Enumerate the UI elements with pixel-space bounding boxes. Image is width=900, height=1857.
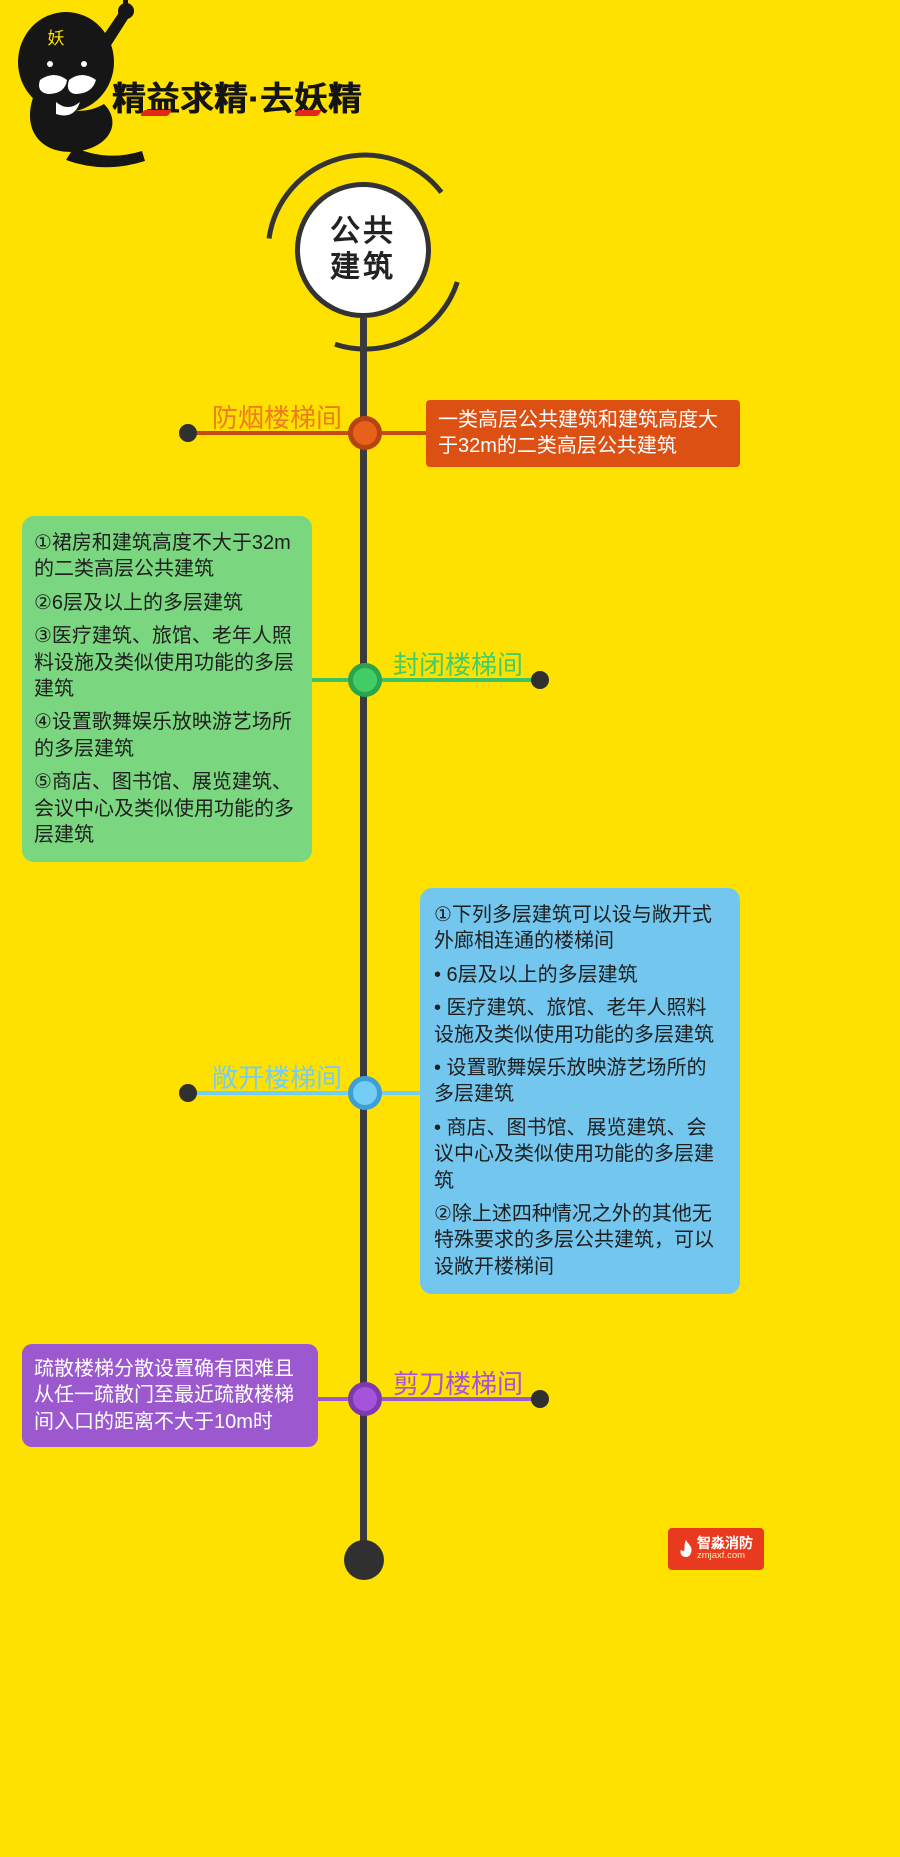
box-paragraph: 疏散楼梯分散设置确有困难且从任一疏散门至最近疏散楼梯间入口的距离不大于10m时: [34, 1358, 294, 1433]
branch-node-enclosed: [348, 663, 382, 697]
box-paragraph: • 商店、图书馆、展览建筑、会议中心及类似使用功能的多层建筑: [434, 1116, 714, 1192]
box-paragraph: • 医疗建筑、旅馆、老年人照料设施及类似使用功能的多层建筑: [434, 997, 714, 1046]
brand-watermark: 智淼消防 zmjaxf.com: [668, 1528, 764, 1570]
branch-end-dot: [531, 1390, 549, 1408]
mascot-forehead-char: 妖: [48, 29, 65, 48]
box-paragraph: • 6层及以上的多层建筑: [434, 963, 638, 986]
branch-box-scissor: 疏散楼梯分散设置确有困难且从任一疏散门至最近疏散楼梯间入口的距离不大于10m时: [22, 1344, 318, 1448]
box-paragraph: 一类高层公共建筑和建筑高度大于32m的二类高层公共建筑: [438, 409, 718, 458]
branch-connector: [382, 678, 540, 682]
root-label-line2: 建筑: [330, 251, 396, 284]
box-paragraph: ④设置歌舞娱乐放映游艺场所的多层建筑: [34, 711, 292, 760]
branch-label-scissor: 剪刀楼梯间: [393, 1369, 524, 1399]
root-node-public-building: 公共 建筑: [295, 182, 431, 318]
branch-box-open: ①下列多层建筑可以设与敞开式外廊相连通的楼梯间 • 6层及以上的多层建筑 • 医…: [420, 888, 740, 1295]
root-label-line1: 公共: [330, 215, 396, 248]
branch-connector: [382, 431, 428, 435]
branch-end-dot: [179, 424, 197, 442]
timeline-end-dot: [344, 1540, 384, 1580]
branch-node-open: [348, 1076, 382, 1110]
branch-box-smokeproof: 一类高层公共建筑和建筑高度大于32m的二类高层公共建筑: [426, 400, 740, 467]
title-accent-icon: [139, 110, 173, 116]
branch-label-open: 敞开楼梯间: [211, 1063, 342, 1093]
branch-connector: [188, 431, 365, 435]
branch-box-enclosed: ①裙房和建筑高度不大于32m的二类高层公共建筑 ②6层及以上的多层建筑 ③医疗建…: [22, 516, 312, 863]
box-paragraph: • 设置歌舞娱乐放映游艺场所的多层建筑: [434, 1056, 707, 1106]
branch-connector: [382, 1397, 540, 1401]
branch-connector: [314, 1397, 350, 1401]
brand-site: zmjaxf.com: [697, 1550, 746, 1562]
box-paragraph: ③医疗建筑、旅馆、老年人照料设施及类似使用功能的多层建筑: [34, 625, 294, 700]
branch-end-dot: [531, 671, 549, 689]
title-accent-icon: [293, 110, 323, 116]
box-paragraph: ②6层及以上的多层建筑: [34, 591, 244, 614]
root-arcs-icon: [266, 152, 460, 352]
timeline-spine: [360, 318, 367, 1560]
branch-label-enclosed: 封闭楼梯间: [393, 650, 524, 680]
box-paragraph: ②除上述四种情况之外的其他无特殊要求的多层公共建筑，可以设敞开楼梯间: [434, 1202, 714, 1278]
branch-connector: [188, 1091, 365, 1095]
branch-connector: [310, 678, 350, 682]
box-paragraph: ①裙房和建筑高度不大于32m的二类高层公共建筑: [34, 532, 291, 581]
mascot-icon: 妖: [18, 0, 145, 168]
brand-name: 智淼消防: [697, 1535, 753, 1552]
branch-node-smokeproof: [348, 416, 382, 450]
box-paragraph: ⑤商店、图书馆、展览建筑、会议中心及类似使用功能的多层建筑: [34, 771, 294, 846]
branch-connector: [382, 1091, 424, 1095]
box-paragraph: ①下列多层建筑可以设与敞开式外廊相连通的楼梯间: [434, 904, 712, 953]
flame-icon: [680, 1539, 692, 1557]
branch-node-scissor: [348, 1382, 382, 1416]
branch-end-dot: [179, 1084, 197, 1102]
branch-label-smokeproof: 防烟楼梯间: [211, 403, 342, 433]
